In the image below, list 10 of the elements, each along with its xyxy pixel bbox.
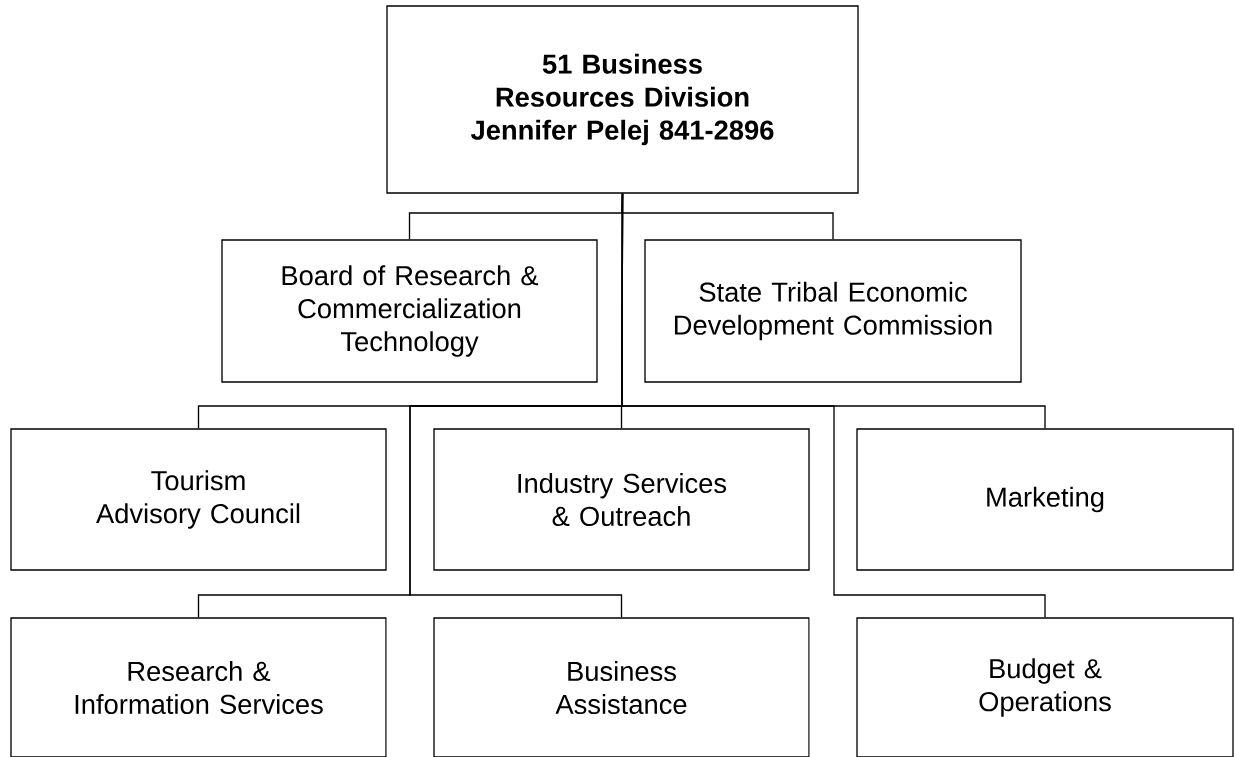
org-box: Research & Information Services <box>10 617 387 757</box>
org-box: Industry Services & Outreach <box>433 428 810 571</box>
org-box: Business Assistance <box>433 617 810 757</box>
org-box: Marketing <box>856 428 1234 571</box>
connector-line <box>621 193 1046 618</box>
org-box: State Tribal Economic Development Commission <box>644 239 1022 383</box>
org-box: Budget & Operations <box>856 617 1234 757</box>
org-box: Board of Research & Commercialization Technology <box>221 239 598 383</box>
title-box: 51 Business Resources Division Jennifer Pelej 841-2896 <box>386 5 859 194</box>
org-box: Tourism Advisory Council <box>10 428 387 571</box>
